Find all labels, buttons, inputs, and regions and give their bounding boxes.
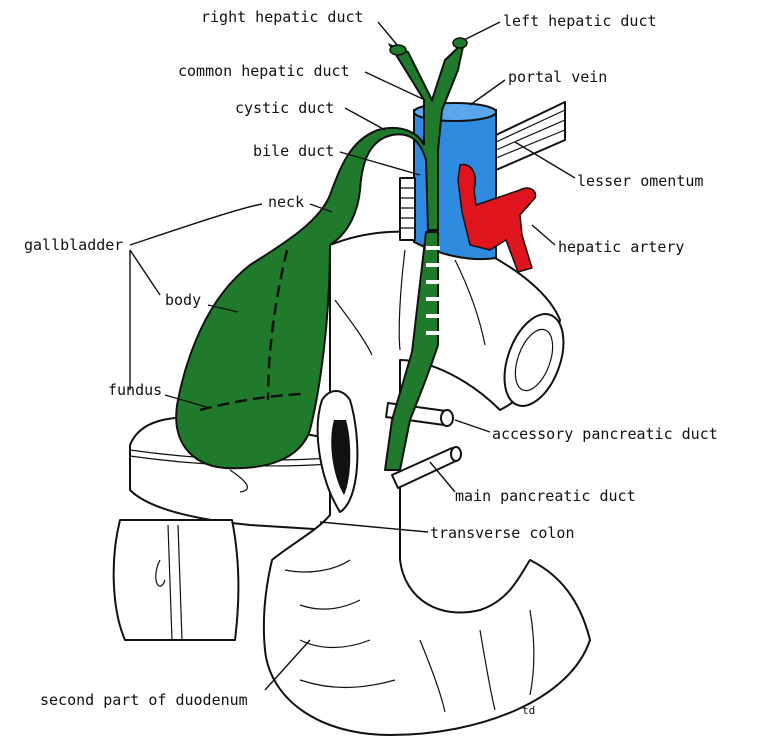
label-hepatic-artery: hepatic artery (558, 238, 684, 256)
label-common-hepatic-duct: common hepatic duct (178, 62, 350, 80)
label-accessory-pancreatic-duct: accessory pancreatic duct (492, 425, 718, 443)
label-main-pancreatic-duct: main pancreatic duct (455, 487, 636, 505)
label-second-part-of-duodenum: second part of duodenum (40, 691, 248, 709)
label-bile-duct: bile duct (253, 142, 334, 160)
label-right-hepatic-duct: right hepatic duct (201, 8, 364, 26)
label-gallbladder: gallbladder (24, 236, 123, 254)
label-transverse-colon: transverse colon (430, 524, 575, 542)
label-portal-vein: portal vein (508, 68, 607, 86)
label-neck: neck (268, 193, 304, 211)
label-lesser-omentum: lesser omentum (577, 172, 703, 190)
label-cystic-duct: cystic duct (235, 99, 334, 117)
label-body: body (165, 291, 201, 309)
label-left-hepatic-duct: left hepatic duct (503, 12, 657, 30)
artist-signature: td (522, 704, 535, 717)
label-fundus: fundus (108, 381, 162, 399)
